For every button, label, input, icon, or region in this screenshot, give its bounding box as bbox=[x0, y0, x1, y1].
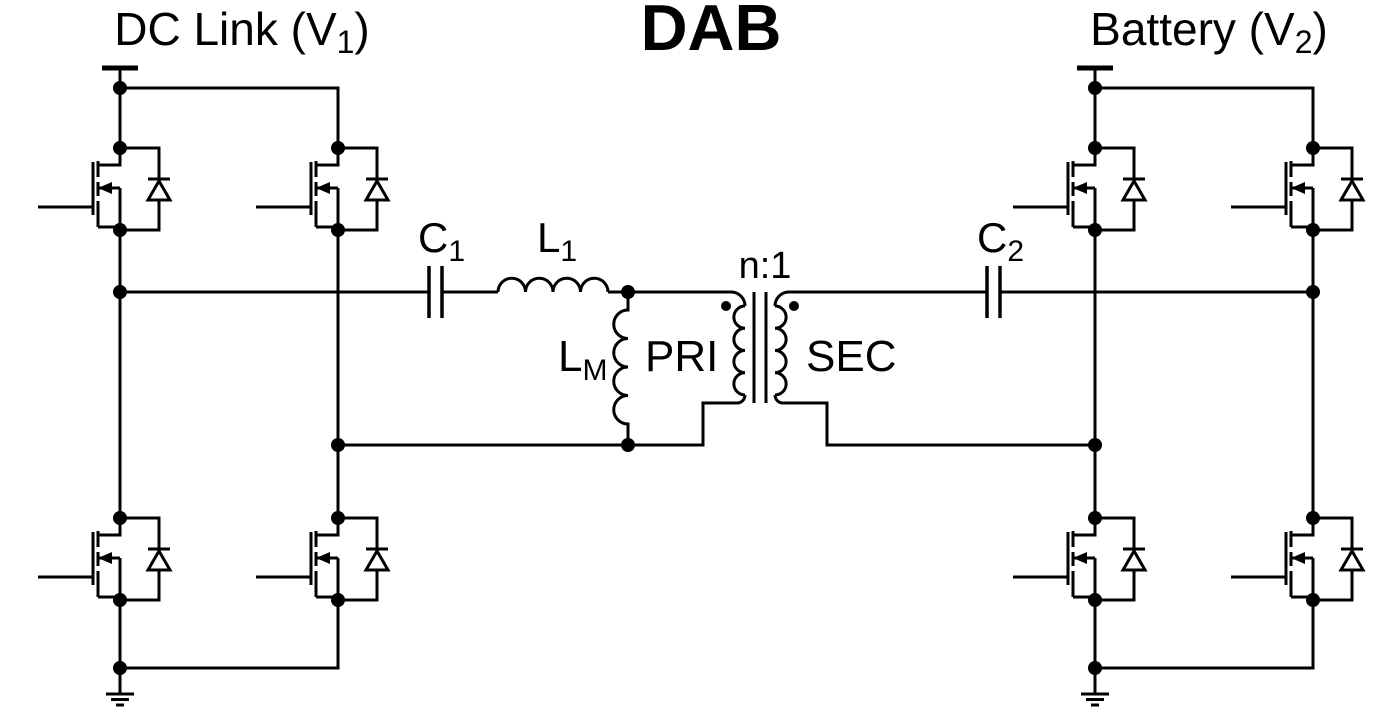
wire-primary-return-bus bbox=[338, 394, 747, 447]
junction-dot bbox=[1088, 81, 1102, 95]
wire-l1-to-primary bbox=[608, 290, 747, 307]
junction-dot bbox=[113, 81, 127, 95]
wire-right-top-rail bbox=[1095, 86, 1315, 148]
right-bridge bbox=[1011, 65, 1365, 707]
secondary-polarity-dot bbox=[789, 301, 799, 311]
label-c2: C2 bbox=[977, 214, 1024, 268]
label-primary: PRI bbox=[645, 332, 718, 381]
mosfet-right-low-d bbox=[1229, 509, 1365, 609]
mosfet-right-low-c bbox=[1011, 509, 1147, 609]
junction-dot bbox=[621, 438, 635, 452]
tank-and-transformer bbox=[120, 266, 1320, 452]
mosfet-right-high-c bbox=[1011, 139, 1147, 239]
primary-polarity-dot bbox=[721, 301, 731, 311]
wire-right-bottom-rail bbox=[1095, 600, 1315, 670]
wire-left-bottom-rail bbox=[120, 600, 340, 670]
junction-dot bbox=[113, 661, 127, 675]
transformer-primary-winding bbox=[732, 304, 746, 397]
label-secondary: SEC bbox=[806, 332, 896, 381]
mosfet-right-high-d bbox=[1229, 139, 1365, 239]
wire-secondary-return-bus bbox=[773, 394, 1095, 447]
inductor-l1-coil bbox=[496, 276, 610, 293]
junction-dot bbox=[1088, 661, 1102, 675]
label-turns-ratio: n:1 bbox=[739, 245, 792, 287]
mosfet-left-low-b bbox=[254, 509, 390, 609]
dc-link-label: DC Link (V1) bbox=[114, 3, 370, 60]
mosfet-left-high-a bbox=[36, 139, 172, 239]
battery-label: Battery (V2) bbox=[1090, 3, 1328, 60]
mosfet-left-high-b bbox=[254, 139, 390, 239]
label-lm: LM bbox=[558, 332, 607, 387]
diagram-title: DAB bbox=[641, 0, 782, 64]
transformer-secondary-winding bbox=[774, 304, 788, 397]
wire-left-top-rail bbox=[120, 86, 340, 148]
label-c1: C1 bbox=[418, 214, 465, 268]
wire-secondary-to-c2 bbox=[773, 290, 987, 307]
junction-dot bbox=[621, 285, 635, 299]
inductor-lm-coil bbox=[612, 292, 630, 445]
label-l1: L1 bbox=[537, 214, 577, 268]
left-bridge bbox=[36, 65, 390, 707]
mosfet-left-low-a bbox=[36, 509, 172, 609]
